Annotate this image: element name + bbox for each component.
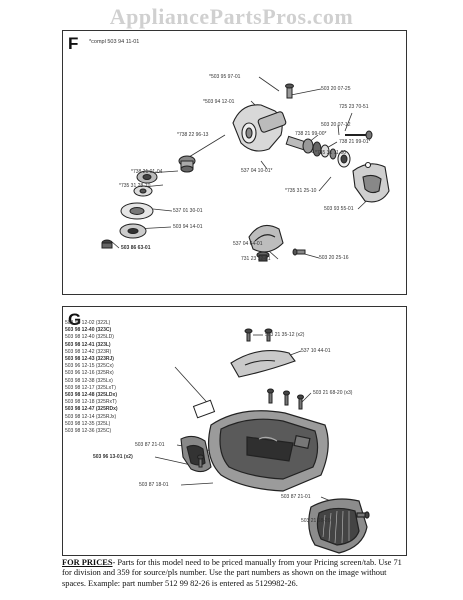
list-item: 503 98 12-42 (323R) bbox=[65, 348, 112, 355]
parts-list: 503 98 12-02 (322L) 503 98 12-40 (323C) … bbox=[65, 320, 161, 435]
part-label: 738 21 99-01* bbox=[339, 139, 371, 145]
part-label: 537 01 30-01 bbox=[173, 208, 203, 214]
watermark: AppliancePartsPros.com bbox=[109, 4, 354, 29]
panel-note: *compl 503 94 11-01 bbox=[89, 39, 140, 45]
part-label: *735 31 28-10 bbox=[119, 183, 151, 189]
part-label: 503 96 13-01 (x2) bbox=[93, 454, 133, 460]
part-label: 503 87 21-01 bbox=[135, 442, 165, 448]
list-item: 503 98 12-02 (322L) bbox=[65, 320, 111, 326]
pricing-note: FOR PRICES- Parts for this model need to… bbox=[62, 558, 408, 589]
list-item: 503 98 12-40 (323C) bbox=[65, 327, 112, 334]
list-item: 503 98 12-36 (325C) bbox=[65, 428, 112, 435]
part-label: 725 23 70-51 bbox=[339, 104, 369, 110]
part-label: 503 20 25-16 bbox=[319, 255, 349, 261]
list-item: 503 98 12-17 (325LxT) bbox=[65, 384, 116, 391]
list-item: 503 98 12-38 (325Lx) bbox=[65, 377, 113, 384]
list-item: 503 96 12-16 (325Rx) bbox=[65, 370, 114, 377]
pricing-note-text: - Parts for this model need to be priced… bbox=[62, 558, 402, 588]
part-label: 503 21 68-20 bbox=[301, 518, 331, 524]
list-item: 503 96 12-15 (325Cx) bbox=[65, 363, 114, 370]
part-label: 503 87 21-01 bbox=[281, 494, 311, 500]
part-label: *735 31 11-00 bbox=[315, 150, 347, 156]
part-label: 537 04 10-01* bbox=[241, 168, 273, 174]
part-label: *735 31 25-10 bbox=[285, 188, 317, 194]
list-item: 503 98 12-43 (323RJ) bbox=[65, 356, 114, 363]
exploded-view-engine-cover bbox=[154, 328, 370, 554]
part-label: 738 21 99-00* bbox=[295, 131, 327, 137]
part-label: 503 21 68-20 (x3) bbox=[313, 390, 353, 396]
list-item: 503 98 12-40 (325LD) bbox=[65, 334, 114, 341]
pricing-note-lead: FOR PRICES bbox=[62, 558, 113, 567]
part-label: 503 86 63-01 bbox=[121, 245, 151, 251]
part-label: 731 23 12-01 bbox=[241, 256, 271, 262]
list-item: 503 98 12-35 (325L) bbox=[65, 420, 111, 427]
diagram-panel-g: G 503 98 12-02 (322L) 503 98 12-40 (323C… bbox=[62, 306, 407, 556]
part-label: *738 22 96-13 bbox=[177, 132, 209, 138]
part-label: *738 21 01-04 bbox=[131, 169, 163, 175]
part-label: 503 94 14-01 bbox=[173, 224, 203, 230]
part-label: 503 20 07-25 bbox=[321, 86, 351, 92]
list-item: 503 98 12-41 (323L) bbox=[65, 341, 111, 348]
exploded-view-gearhead bbox=[101, 76, 390, 262]
part-label: 537 04 64-01 bbox=[233, 241, 263, 247]
list-item: 503 98 12-14 (325RJx) bbox=[65, 413, 117, 420]
list-item: 503 98 12-48 (325LDx) bbox=[65, 392, 117, 399]
panel-letter: G bbox=[68, 310, 82, 329]
part-label: 503 21 35-12 (x2) bbox=[265, 332, 305, 338]
part-label: 503 93 55-01 bbox=[324, 206, 354, 212]
part-label: 503 20 07-12 bbox=[321, 122, 351, 128]
diagram-panel-f: F *compl 503 94 11-01 bbox=[62, 30, 407, 295]
panel-letter: F bbox=[68, 34, 79, 53]
part-label: *503 94 12-01 bbox=[203, 99, 235, 105]
part-label: 537 10 44-01 bbox=[301, 348, 331, 354]
part-label: 503 87 18-01 bbox=[139, 482, 169, 488]
part-label: *503 95 97-01 bbox=[209, 74, 241, 80]
list-item: 503 98 12-18 (325RxT) bbox=[65, 399, 117, 406]
list-item: 503 98 12-47 (325RDx) bbox=[65, 406, 118, 413]
